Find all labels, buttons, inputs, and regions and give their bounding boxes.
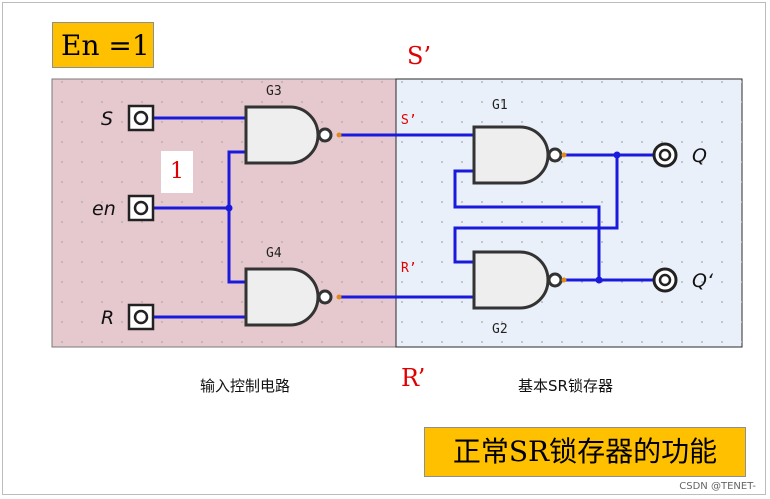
wire-label-s-prime: S’ <box>401 113 417 128</box>
pin-q-bar-circle <box>652 267 678 293</box>
input-area-grid <box>52 79 396 347</box>
wire-q-feedback <box>453 153 619 264</box>
gate-g4-label: G4 <box>266 246 282 261</box>
wires <box>150 116 657 319</box>
pin-q-bar-label: Q‘ <box>692 270 714 292</box>
junction-q <box>613 151 621 159</box>
latch-area-grid <box>396 79 742 347</box>
gate-g2 <box>472 250 567 310</box>
wire-qbar-feedback <box>453 169 601 282</box>
input-section-caption: 输入控制电路 <box>200 377 291 395</box>
pin-s-label: S <box>101 108 113 130</box>
gate-g4 <box>244 267 342 327</box>
gate-g1 <box>472 125 567 185</box>
function-label: 正常SR锁存器的功能 <box>424 427 746 477</box>
pin-r-label: R <box>101 307 114 329</box>
r-prime-heading: R’ <box>401 364 426 392</box>
junction-q-bar <box>595 276 603 284</box>
wire-en-to-g3 <box>227 150 248 210</box>
pin-s-box <box>127 104 155 132</box>
gate-g3 <box>244 105 342 165</box>
gate-g1-label: G1 <box>492 98 508 113</box>
s-prime-heading: S’ <box>407 42 432 70</box>
wire-label-r-prime: R’ <box>401 261 417 276</box>
pin-en-box <box>127 194 155 222</box>
pin-en-label: en <box>92 198 116 220</box>
gate-g3-label: G3 <box>266 84 282 99</box>
gate-g2-label: G2 <box>492 322 508 337</box>
enable-label: En =1 <box>52 22 154 68</box>
latch-section-caption: 基本SR锁存器 <box>518 377 613 395</box>
pin-r-box <box>127 303 155 331</box>
pin-q-circle <box>652 142 678 168</box>
junction-en <box>225 204 233 212</box>
pin-q-label: Q <box>692 145 707 167</box>
enable-value-label: 1 <box>161 151 193 193</box>
watermark-text: CSDN @TENET- <box>679 481 756 492</box>
wire-en-to-g4 <box>227 206 248 284</box>
